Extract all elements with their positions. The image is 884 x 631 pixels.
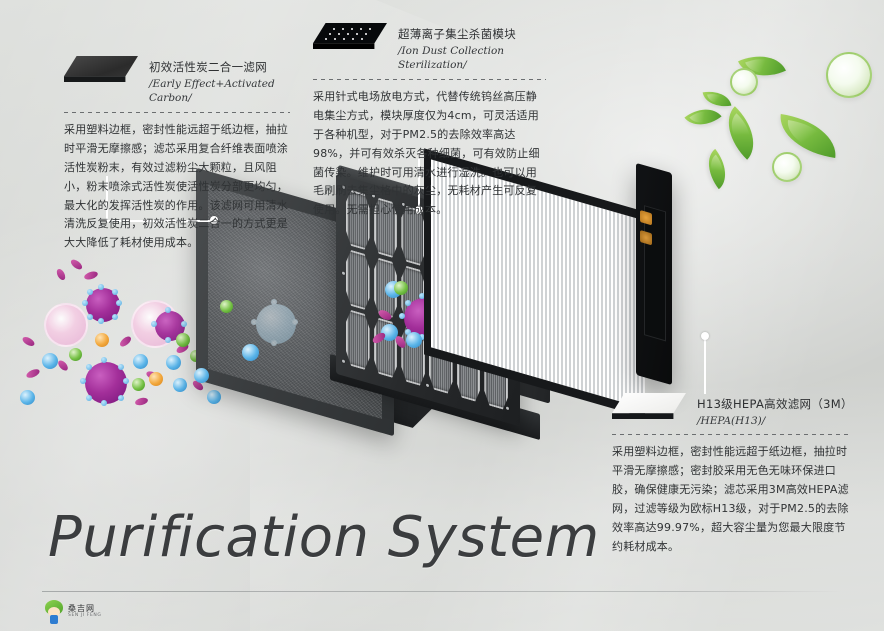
particle-icon xyxy=(406,332,422,348)
particle-icon xyxy=(173,378,187,392)
divider-dashed xyxy=(612,434,852,436)
callout-header: 初效活性炭二合一滤网 /Early Effect+Activated Carbo… xyxy=(64,56,290,106)
particle-icon xyxy=(166,355,181,370)
particle-icon xyxy=(133,354,148,369)
bubble-icon xyxy=(730,68,758,96)
particle-icon xyxy=(176,333,190,347)
bacteria-icon xyxy=(134,396,149,407)
grid-cell xyxy=(346,308,370,371)
particle-icon xyxy=(132,378,145,391)
particle-icon xyxy=(95,333,109,347)
callout-header: 超薄离子集尘杀菌模块 /Ion Dust Collection Steriliz… xyxy=(313,23,546,73)
particle-icon xyxy=(69,348,82,361)
callout-body: 采用塑料边框，密封性能远超于纸边框，抽拉时平滑无摩擦感；密封胶采用无色无味环保进… xyxy=(612,445,849,553)
bacteria-icon xyxy=(83,270,99,281)
callout-titles: 初效活性炭二合一滤网 /Early Effect+Activated Carbo… xyxy=(149,56,290,106)
leaf-icon xyxy=(714,106,768,160)
mascot-icon xyxy=(44,600,64,624)
particle-icon xyxy=(149,372,163,386)
particle-icon xyxy=(220,300,233,313)
callout-carbon: 初效活性炭二合一滤网 /Early Effect+Activated Carbo… xyxy=(64,56,290,253)
hepa-filter-render xyxy=(424,148,884,418)
bubble-icon xyxy=(772,152,802,182)
callout-title-cn: H13级HEPA高效滤网（3M） xyxy=(697,397,853,411)
leaf-icon xyxy=(702,87,732,111)
particle-icon xyxy=(42,353,58,369)
bacteria-icon xyxy=(55,267,67,282)
page-title: Purification System xyxy=(48,505,600,570)
bacteria-icon xyxy=(56,358,70,373)
particle-icon xyxy=(394,281,408,295)
brand-text: 桑吉网 SEN JI FENG xyxy=(68,605,101,619)
brand-name-cn: 桑吉网 xyxy=(68,604,95,614)
bacteria-icon xyxy=(118,334,133,349)
virus-icon xyxy=(251,299,298,346)
callout-ion: 超薄离子集尘杀菌模块 /Ion Dust Collection Steriliz… xyxy=(313,23,546,220)
particle-icon xyxy=(20,390,35,405)
hepa-label-plate xyxy=(644,205,666,342)
callout-title-cn: 超薄离子集尘杀菌模块 xyxy=(398,27,516,41)
particle-icon xyxy=(207,390,221,404)
airflow-arrow-icon xyxy=(640,229,652,246)
footer-divider xyxy=(42,591,842,592)
particle-icon xyxy=(242,344,259,361)
warning-icon xyxy=(640,209,652,226)
carbon-prefilter-render xyxy=(194,167,446,446)
carbon-filter-slab-icon xyxy=(64,56,138,82)
callout-title-en: /Ion Dust Collection Sterilization/ xyxy=(398,44,505,72)
grid-cell xyxy=(346,248,370,311)
bacteria-icon xyxy=(21,335,36,348)
callout-header: H13级HEPA高效滤网（3M） /HEPA(H13)/ xyxy=(612,393,853,428)
hepa-filter-slab-icon xyxy=(612,393,686,419)
callout-body: 采用塑料边框，密封性能远超于纸边框，抽拉时平滑无摩擦感；滤芯采用复合纤维表面喷涂… xyxy=(64,122,288,250)
callout-title-cn: 初效活性炭二合一滤网 xyxy=(149,60,267,74)
brand-name-en: SEN JI FENG xyxy=(68,613,102,619)
particle-icon xyxy=(194,368,209,383)
bacteria-icon xyxy=(25,367,41,380)
virus-icon xyxy=(80,357,129,406)
ion-module-slab-icon xyxy=(313,23,387,49)
bacteria-icon xyxy=(69,257,84,272)
callout-titles: 超薄离子集尘杀菌模块 /Ion Dust Collection Steriliz… xyxy=(398,23,546,73)
divider-dashed xyxy=(64,111,290,113)
virus-icon xyxy=(82,284,122,324)
callout-titles: H13级HEPA高效滤网（3M） /HEPA(H13)/ xyxy=(697,393,853,428)
brand-logo: 桑吉网 SEN JI FENG xyxy=(44,600,101,624)
callout-body: 采用针式电场放电方式，代替传统钨丝高压静电集尘方式，模块厚度仅为4cm，可灵活适… xyxy=(313,89,540,217)
bubble-icon xyxy=(826,52,872,98)
cell-icon xyxy=(44,303,88,347)
callout-title-en: /Early Effect+Activated Carbon/ xyxy=(149,77,275,105)
callout-title-en: /HEPA(H13)/ xyxy=(697,414,766,427)
callout-hepa: H13级HEPA高效滤网（3M） /HEPA(H13)/ 采用塑料边框，密封性能… xyxy=(612,393,853,557)
hepa-frame xyxy=(636,162,672,386)
divider-dashed xyxy=(313,78,546,80)
